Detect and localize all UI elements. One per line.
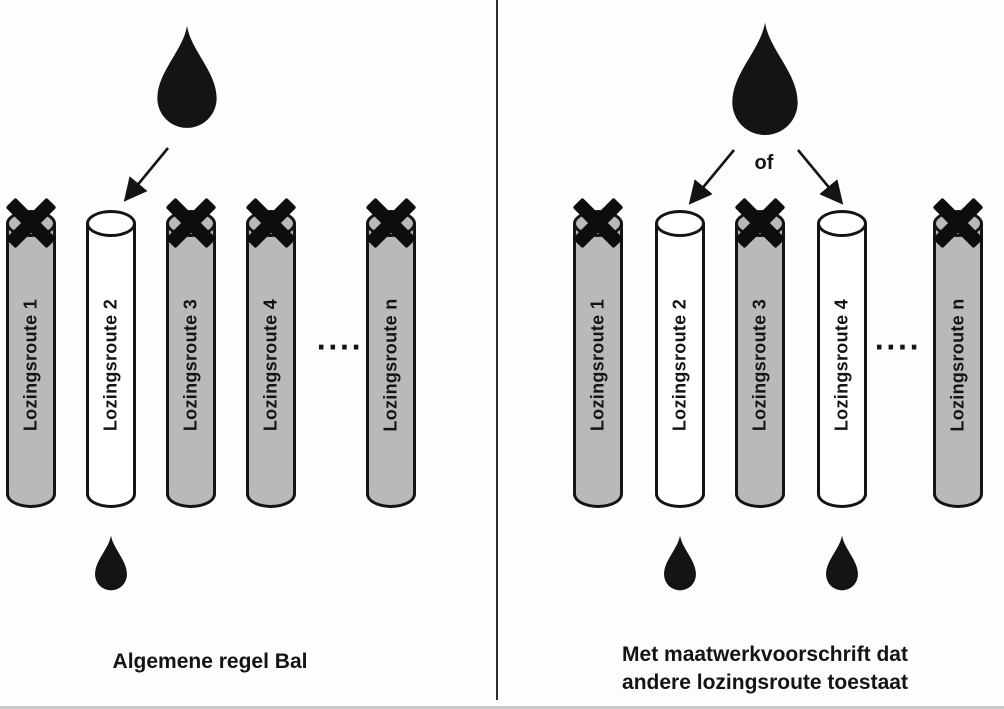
- caption-left: Algemene regel Bal: [112, 650, 308, 673]
- tube-label: Lozingsroute n: [947, 298, 968, 432]
- tube-lozingsroute-1-right: Lozingsroute 1: [573, 210, 623, 508]
- small-water-drop-icon: [90, 534, 132, 593]
- tube-label: Lozingsroute 2: [100, 298, 121, 432]
- caption-right-line2: andere lozingsroute toestaat: [622, 671, 908, 695]
- tube-body: [817, 223, 867, 508]
- tube-lozingsroute-1-left: Lozingsroute 1: [6, 210, 56, 508]
- tube-label: Lozingsroute 3: [749, 298, 770, 432]
- bottom-border: [0, 706, 1004, 709]
- tube-label: Lozingsroute 1: [587, 298, 608, 432]
- big-water-drop-icon: [722, 18, 808, 142]
- tube-body: [573, 223, 623, 508]
- x-mark-icon: [731, 194, 789, 252]
- tube-opening: [817, 210, 867, 237]
- tube-body: [933, 223, 983, 508]
- tube-opening: [86, 210, 136, 237]
- tube-body: [366, 223, 416, 508]
- tube-lozingsroute-n-right: Lozingsroute n: [933, 210, 983, 508]
- big-water-drop-icon: [148, 22, 226, 134]
- tube-label: Lozingsroute 4: [260, 298, 281, 432]
- x-mark-icon: [242, 194, 300, 252]
- tube-label: Lozingsroute 4: [831, 298, 852, 432]
- tube-lozingsroute-4-right: Lozingsroute 4: [817, 210, 867, 508]
- x-mark-icon: [162, 194, 220, 252]
- tube-lozingsroute-3-right: Lozingsroute 3: [735, 210, 785, 508]
- x-mark-icon: [2, 194, 60, 252]
- tube-body: [6, 223, 56, 508]
- tube-body: [86, 223, 136, 508]
- x-mark-icon: [569, 194, 627, 252]
- tube-label: Lozingsroute 3: [180, 298, 201, 432]
- tube-body: [246, 223, 296, 508]
- arrow-to-route2-right-icon: [688, 149, 736, 205]
- arrow-to-route2-icon: [123, 147, 170, 202]
- tube-body: [166, 223, 216, 508]
- tube-body: [735, 223, 785, 508]
- tube-lozingsroute-3-left: Lozingsroute 3: [166, 210, 216, 508]
- tube-label: Lozingsroute 2: [669, 298, 690, 432]
- panel-divider-line: [496, 0, 498, 700]
- caption-right-line1: Met maatwerkvoorschrift dat: [622, 643, 908, 666]
- ellipsis-dots: ····: [316, 329, 364, 365]
- tube-lozingsroute-n-left: Lozingsroute n: [366, 210, 416, 508]
- tube-body: [655, 223, 705, 508]
- tube-lozingsroute-2-left: Lozingsroute 2: [86, 210, 136, 508]
- tube-label: Lozingsroute 1: [20, 298, 41, 432]
- caption-right: Met maatwerkvoorschrift dat andere lozin…: [555, 641, 975, 698]
- tube-opening: [655, 210, 705, 237]
- tube-lozingsroute-4-left: Lozingsroute 4: [246, 210, 296, 508]
- tube-lozingsroute-2-right: Lozingsroute 2: [655, 210, 705, 508]
- arrow-to-route4-right-icon: [796, 149, 844, 205]
- x-mark-icon: [362, 194, 420, 252]
- ellipsis-dots: ····: [874, 329, 922, 365]
- x-mark-icon: [929, 194, 987, 252]
- small-water-drop-icon: [821, 534, 863, 593]
- or-label: of: [754, 152, 774, 174]
- small-water-drop-icon: [659, 534, 701, 593]
- tube-label: Lozingsroute n: [380, 298, 401, 432]
